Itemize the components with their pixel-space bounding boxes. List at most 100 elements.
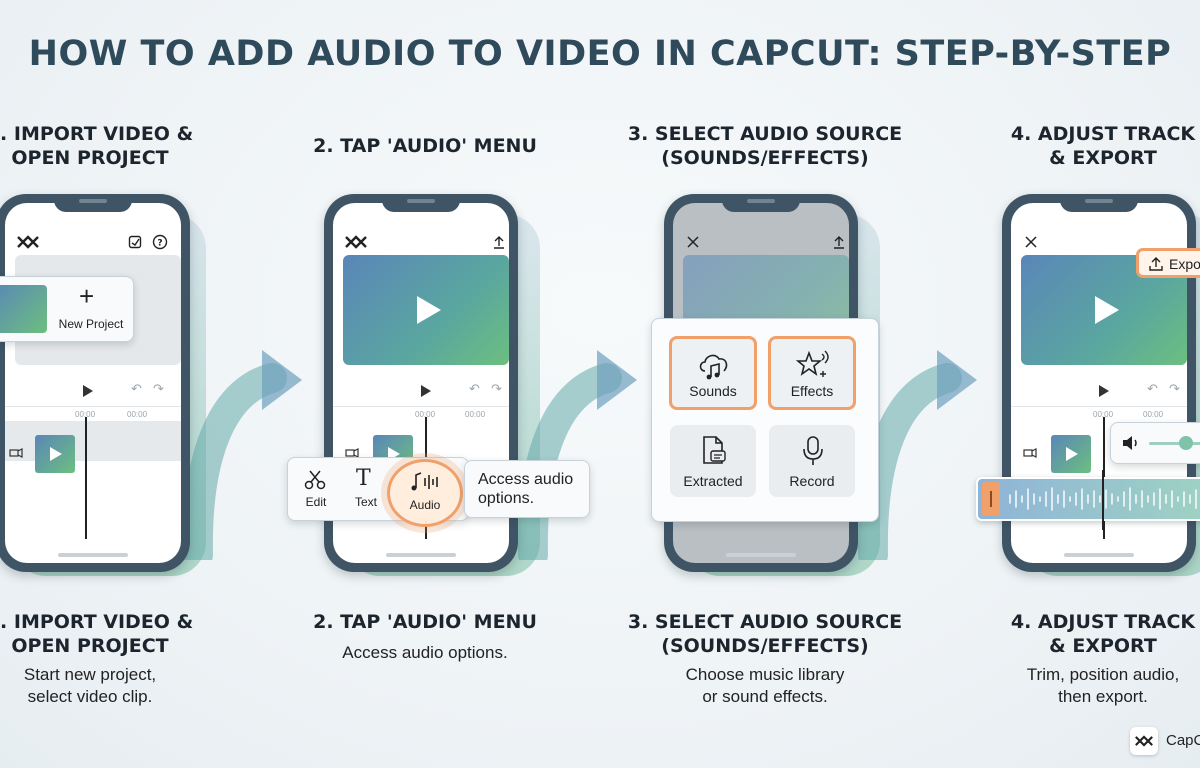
edit-icon[interactable] bbox=[128, 235, 142, 249]
close-icon[interactable] bbox=[1025, 236, 1037, 248]
undo-icon[interactable]: ↶ bbox=[131, 381, 142, 396]
edit-label[interactable]: Edit bbox=[305, 495, 327, 509]
speaker-icon[interactable] bbox=[345, 447, 359, 459]
timecode: 00:00 bbox=[127, 410, 148, 419]
capcut-logo-icon bbox=[345, 235, 367, 249]
waveform-icon bbox=[1009, 487, 1197, 511]
divider bbox=[333, 406, 509, 407]
timeline-track bbox=[5, 421, 181, 461]
phone-notch bbox=[1060, 194, 1138, 212]
speaker-icon[interactable] bbox=[9, 447, 23, 459]
timecode: 00:00 bbox=[75, 410, 96, 419]
step-4-heading: 4. ADJUST TRACK & EXPORT bbox=[1010, 123, 1196, 169]
upload-icon[interactable] bbox=[833, 235, 845, 249]
undo-icon[interactable]: ↶ bbox=[469, 381, 480, 396]
upload-icon[interactable] bbox=[493, 235, 505, 249]
sounds-label: Sounds bbox=[689, 383, 737, 399]
curved-arrow-icon bbox=[517, 350, 637, 560]
phone-notch bbox=[382, 194, 460, 212]
redo-icon[interactable]: ↷ bbox=[153, 381, 164, 396]
divider bbox=[1011, 406, 1187, 407]
brand-badge: CapC bbox=[1130, 725, 1200, 757]
export-button[interactable]: Expo bbox=[1136, 248, 1200, 278]
record-label: Record bbox=[789, 473, 835, 489]
step-4-bottom-heading: 4. ADJUST TRACK & EXPORT bbox=[1010, 611, 1196, 657]
close-icon[interactable] bbox=[687, 236, 699, 248]
step-1-heading: 1. IMPORT VIDEO & OPEN PROJECT bbox=[0, 123, 194, 169]
play-icon[interactable] bbox=[1095, 296, 1119, 324]
new-project-card[interactable]: + New Project bbox=[0, 276, 134, 342]
undo-icon[interactable]: ↶ bbox=[1147, 381, 1158, 396]
play-icon[interactable] bbox=[421, 385, 431, 397]
volume-track bbox=[1149, 442, 1200, 445]
step-3-heading: 3. SELECT AUDIO SOURCE (SOUNDS/EFFECTS) bbox=[627, 123, 903, 169]
redo-icon[interactable]: ↷ bbox=[1169, 381, 1180, 396]
cloud-music-icon bbox=[699, 354, 728, 380]
scissors-icon[interactable] bbox=[304, 470, 326, 490]
audio-callout: Access audio options. bbox=[464, 460, 590, 518]
export-label: Expo bbox=[1169, 256, 1200, 272]
step-2-bottom-heading: 2. TAP 'AUDIO' MENU bbox=[313, 611, 537, 633]
volume-slider[interactable] bbox=[1110, 422, 1200, 464]
speaker-icon[interactable] bbox=[1023, 447, 1037, 459]
phone-screen: ? ↶ ↷ 00:00 00:00 bbox=[5, 203, 181, 563]
phone-notch bbox=[722, 194, 800, 212]
effects-label: Effects bbox=[790, 383, 834, 399]
microphone-icon bbox=[803, 436, 823, 465]
playhead[interactable] bbox=[1102, 470, 1104, 530]
divider bbox=[5, 406, 181, 407]
playhead[interactable] bbox=[85, 417, 87, 539]
help-icon[interactable]: ? bbox=[152, 234, 168, 250]
brand-name: CapC bbox=[1166, 732, 1200, 749]
plus-icon: + bbox=[79, 281, 95, 311]
home-indicator bbox=[1064, 553, 1134, 557]
video-clip[interactable] bbox=[1051, 435, 1091, 473]
sounds-tile[interactable]: Sounds bbox=[669, 336, 757, 410]
play-icon[interactable] bbox=[417, 296, 441, 324]
text-icon[interactable]: T bbox=[356, 466, 371, 491]
phone-step-1: ? ↶ ↷ 00:00 00:00 bbox=[0, 194, 190, 572]
video-preview bbox=[343, 255, 509, 365]
step-1-description: Start new project, select video clip. bbox=[23, 665, 157, 706]
extracted-tile[interactable]: Extracted bbox=[670, 425, 756, 497]
svg-text:?: ? bbox=[157, 239, 162, 249]
phone-notch bbox=[54, 194, 132, 212]
sparkle-icon bbox=[795, 350, 829, 377]
home-indicator bbox=[726, 553, 796, 557]
trim-handle-grip bbox=[990, 491, 992, 507]
video-thumbnail bbox=[0, 285, 47, 333]
video-clip[interactable] bbox=[35, 435, 75, 473]
timecode: 00:00 bbox=[465, 410, 486, 419]
upload-icon bbox=[1149, 257, 1163, 271]
step-3-bottom-heading: 3. SELECT AUDIO SOURCE (SOUNDS/EFFECTS) bbox=[627, 611, 903, 657]
timecode: 00:00 bbox=[1093, 410, 1114, 419]
file-icon bbox=[703, 436, 726, 464]
audio-source-panel: Sounds Effects Extracted Record bbox=[651, 318, 879, 522]
step-2-heading: 2. TAP 'AUDIO' MENU bbox=[313, 135, 537, 157]
page-title: HOW TO ADD AUDIO TO VIDEO IN CAPCUT: STE… bbox=[28, 34, 1172, 74]
audio-track[interactable] bbox=[976, 477, 1200, 521]
audio-note-icon bbox=[411, 472, 438, 491]
step-2-description: Access audio options. bbox=[342, 643, 508, 662]
text-label[interactable]: Text bbox=[354, 495, 377, 509]
capcut-logo-icon bbox=[1130, 727, 1158, 755]
record-tile[interactable]: Record bbox=[769, 425, 855, 497]
play-icon[interactable] bbox=[83, 385, 93, 397]
redo-icon[interactable]: ↷ bbox=[491, 381, 502, 396]
step-1-bottom-heading: 1. IMPORT VIDEO & OPEN PROJECT bbox=[0, 611, 194, 657]
timecode: 00:00 bbox=[1143, 410, 1164, 419]
volume-knob[interactable] bbox=[1179, 436, 1193, 450]
volume-icon bbox=[1123, 436, 1137, 450]
step-3-description: Choose music library or sound effects. bbox=[685, 665, 845, 706]
effects-tile[interactable]: Effects bbox=[768, 336, 856, 410]
home-indicator bbox=[58, 553, 128, 557]
new-project-label: New Project bbox=[58, 317, 124, 331]
timecode: 00:00 bbox=[415, 410, 436, 419]
home-indicator bbox=[386, 553, 456, 557]
play-icon[interactable] bbox=[1099, 385, 1109, 397]
capcut-logo-icon bbox=[17, 235, 39, 249]
audio-button[interactable]: Audio bbox=[387, 459, 463, 527]
callout-text: Access audio options. bbox=[478, 471, 574, 507]
extracted-label: Extracted bbox=[683, 473, 743, 489]
audio-label: Audio bbox=[409, 498, 441, 512]
